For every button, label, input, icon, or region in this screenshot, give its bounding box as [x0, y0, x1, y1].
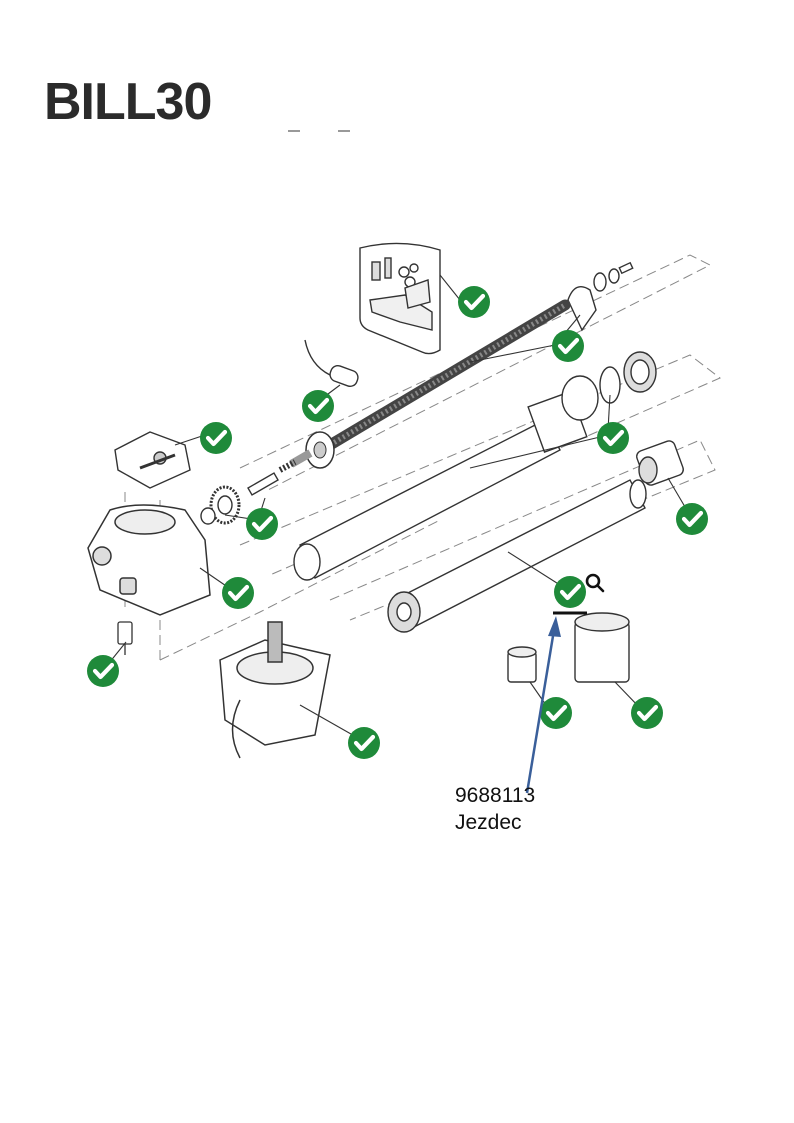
outer-tube: [293, 351, 657, 581]
gearbox-housing: [87, 504, 211, 616]
cable-gland-small: [507, 646, 537, 683]
cable-gland-large: [574, 612, 630, 683]
worm-screw: [289, 299, 571, 469]
release-key: [117, 621, 133, 655]
check-circle-icon[interactable]: [552, 330, 584, 362]
check-circle-icon[interactable]: [676, 503, 708, 535]
check-circle-icon[interactable]: [631, 697, 663, 729]
check-circle-icon[interactable]: [200, 422, 232, 454]
check-circle-icon[interactable]: [348, 727, 380, 759]
gear-set: [200, 459, 297, 525]
title-underline-marks: [288, 130, 358, 134]
check-circle-icon[interactable]: [458, 286, 490, 318]
rear-bracket: [567, 261, 634, 332]
check-circle-icon[interactable]: [540, 697, 572, 729]
hardware-kit-bag: [359, 242, 441, 355]
piston-rod: [387, 479, 647, 633]
check-circle-icon[interactable]: [302, 390, 334, 422]
part-number: 9688113: [455, 784, 536, 807]
limit-sensor: [304, 339, 359, 388]
check-circle-icon[interactable]: [597, 422, 629, 454]
check-circle-icon[interactable]: [87, 655, 119, 687]
motor-cover: [114, 431, 191, 489]
page-title: BILL30: [44, 73, 212, 131]
magnifier-icon[interactable]: [585, 573, 605, 593]
front-cap: [636, 440, 684, 486]
part-name: Jezdec: [455, 811, 522, 834]
check-circle-icon[interactable]: [554, 576, 586, 608]
check-circle-icon[interactable]: [246, 508, 278, 540]
check-circle-icon[interactable]: [222, 577, 254, 609]
electric-motor: [219, 621, 331, 759]
part-callout-label: 9688113 Jezdec: [455, 782, 535, 836]
callout-arrow: [525, 616, 561, 794]
